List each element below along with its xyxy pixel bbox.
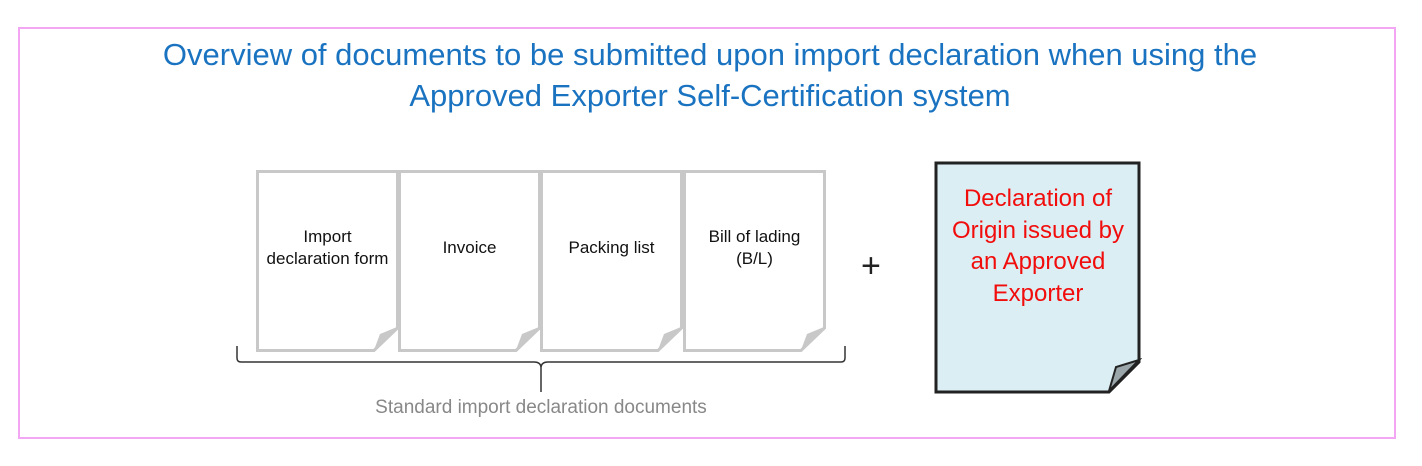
brace-caption: Standard import declaration documents xyxy=(375,397,707,418)
document-label: Packing list xyxy=(568,238,655,257)
document-label: Bill of lading (B/L) xyxy=(708,227,801,268)
document-bill-of-lading: Bill of lading (B/L) xyxy=(683,170,826,352)
diagram-title: Overview of documents to be submitted up… xyxy=(60,34,1360,116)
title-line-1: Overview of documents to be submitted up… xyxy=(162,37,1258,72)
document-import-declaration-form: Import declaration form xyxy=(256,170,399,352)
document-declaration-of-origin: Declaration of Origin issued by an Appro… xyxy=(934,161,1142,394)
document-label: Declaration of Origin issued by an Appro… xyxy=(951,185,1125,307)
title-line-2: Approved Exporter Self-Certification sys… xyxy=(409,78,1011,113)
document-packing-list: Packing list xyxy=(540,170,683,352)
document-label: Invoice xyxy=(442,238,497,257)
document-invoice: Invoice xyxy=(398,170,541,352)
plus-sign: + xyxy=(861,247,881,285)
diagram-frame xyxy=(18,27,1396,439)
brace xyxy=(236,346,846,392)
document-label: Import declaration form xyxy=(266,227,389,268)
